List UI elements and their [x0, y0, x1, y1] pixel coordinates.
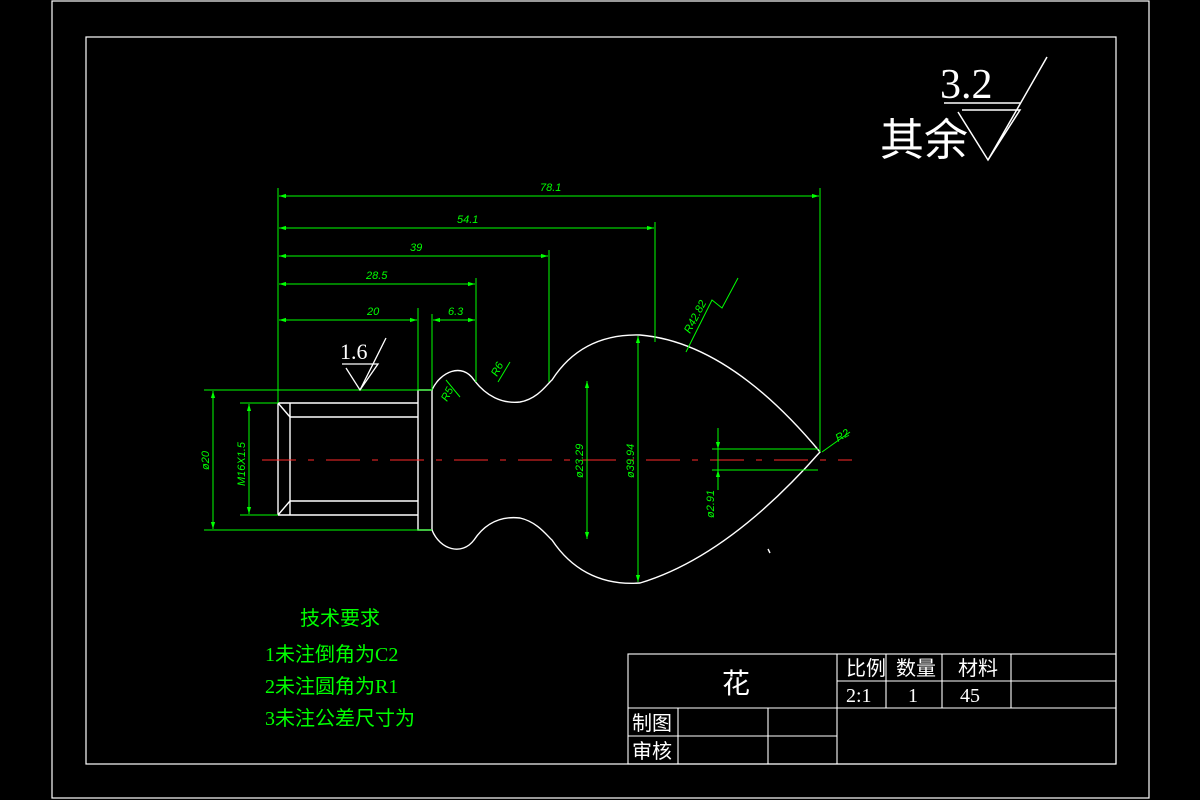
surface-roughness-note: 其余 3.2: [880, 56, 1048, 165]
dim-78-1: 78.1: [540, 182, 561, 194]
dim-radius-r5: R5: [439, 385, 457, 404]
local-roughness-symbol: 1.6: [340, 337, 387, 392]
dim-20: 20: [366, 306, 380, 318]
dim-39: 39: [410, 242, 422, 254]
quantity-label: 数量: [896, 657, 936, 680]
tech-title: 技术要求: [300, 607, 380, 630]
checked-label: 审核: [632, 740, 672, 763]
title-block-text: 花 比例 数量 材料 2:1 1 45 制图 审核: [632, 657, 998, 763]
part-name: 花: [722, 668, 750, 700]
dim-radius-big: R42.82: [682, 298, 709, 335]
roughness-symbol: [944, 56, 1048, 162]
material-label: 材料: [958, 657, 998, 680]
quantity-value: 1: [908, 685, 918, 707]
roughness-value: 3.2: [940, 62, 993, 108]
dim-28-5: 28.5: [365, 270, 388, 282]
dim-radius-r6: R6: [489, 360, 507, 379]
scale-value: 2:1: [846, 685, 872, 707]
dim-54-1: 54.1: [457, 214, 478, 226]
tech-requirements: 技术要求 1未注倒角为C2 2未注圆角为R1 3未注公差尺寸为: [265, 607, 415, 730]
dim-thread: M16X1.5: [236, 441, 248, 486]
material-value: 45: [960, 685, 980, 707]
dimension-labels: 78.1 54.1 39 28.5 20 6.3 R42.82 R6 R5 R2…: [200, 182, 852, 518]
tech-item-1: 1未注倒角为C2: [265, 643, 398, 666]
local-roughness-value: 1.6: [340, 339, 368, 364]
tech-item-3: 3未注公差尺寸为: [265, 707, 415, 730]
dim-dia-23: ø23.29: [574, 444, 586, 478]
dimension-lines: [204, 188, 851, 582]
dim-dia-20: ø20: [200, 450, 212, 470]
outer-border: [51, 0, 1150, 799]
inner-border: [85, 36, 1117, 765]
dim-6-3: 6.3: [448, 306, 464, 318]
roughness-prefix: 其余: [880, 116, 968, 165]
drawn-label: 制图: [632, 712, 672, 735]
title-block: [627, 653, 1117, 765]
scale-label: 比例: [846, 657, 886, 680]
dim-dia-39: ø39.94: [625, 444, 637, 478]
tech-item-2: 2未注圆角为R1: [265, 675, 398, 698]
dim-dia-2: ø2.91: [705, 490, 717, 518]
